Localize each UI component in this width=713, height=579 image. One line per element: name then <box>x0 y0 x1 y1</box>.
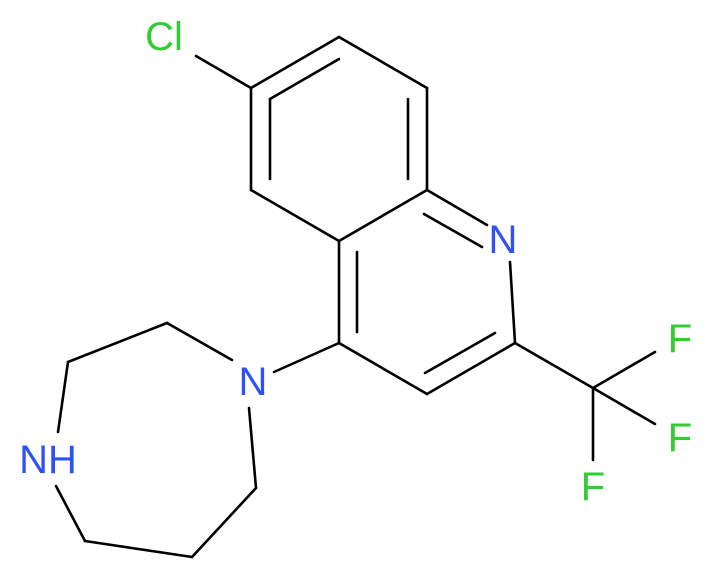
bond-c8a-n1-inner <box>422 212 484 249</box>
fluorine-label-1: F <box>668 317 692 361</box>
bond-c2-c3 <box>425 341 517 396</box>
bond-cf3-f2 <box>591 386 657 426</box>
bond-c7-c6-inner <box>268 57 341 101</box>
bond-c4-n-diazepane <box>272 341 341 374</box>
bond-c5-c4a <box>249 188 341 243</box>
bond-c-n-right <box>247 406 258 490</box>
bond-nh-c <box>54 484 87 543</box>
substituent-bonds <box>194 54 657 462</box>
bond-c3-c4 <box>337 341 429 396</box>
bond-c6-cl <box>194 54 253 90</box>
chlorine-label: Cl <box>145 15 183 59</box>
bond-c-c-right <box>190 486 258 559</box>
diazepane-ring <box>54 321 258 559</box>
bond-c7-c6 <box>249 35 341 90</box>
fluorine-label-3: F <box>581 465 605 509</box>
amine-label: NH <box>19 438 77 482</box>
ring-nitrogen-label: N <box>489 218 518 262</box>
bond-n-c-top <box>165 321 234 362</box>
bond-c4a-c8a <box>337 188 429 243</box>
bond-c-nh <box>56 360 70 434</box>
pyridine-ring <box>337 188 517 396</box>
benzene-ring <box>249 35 429 243</box>
bond-c2-c3-inner <box>423 331 497 375</box>
bond-c8a-n1 <box>425 188 489 227</box>
bond-n1-c2 <box>508 260 517 345</box>
fluorine-label-2: F <box>668 416 692 460</box>
bond-cf3-f1 <box>591 350 657 390</box>
bond-c-c-bottom <box>83 539 194 559</box>
diazepane-nitrogen-label: N <box>239 360 268 404</box>
bond-c-c-top <box>66 321 169 364</box>
bond-c2-cf3 <box>513 341 595 390</box>
bond-c8-c7 <box>337 35 429 90</box>
